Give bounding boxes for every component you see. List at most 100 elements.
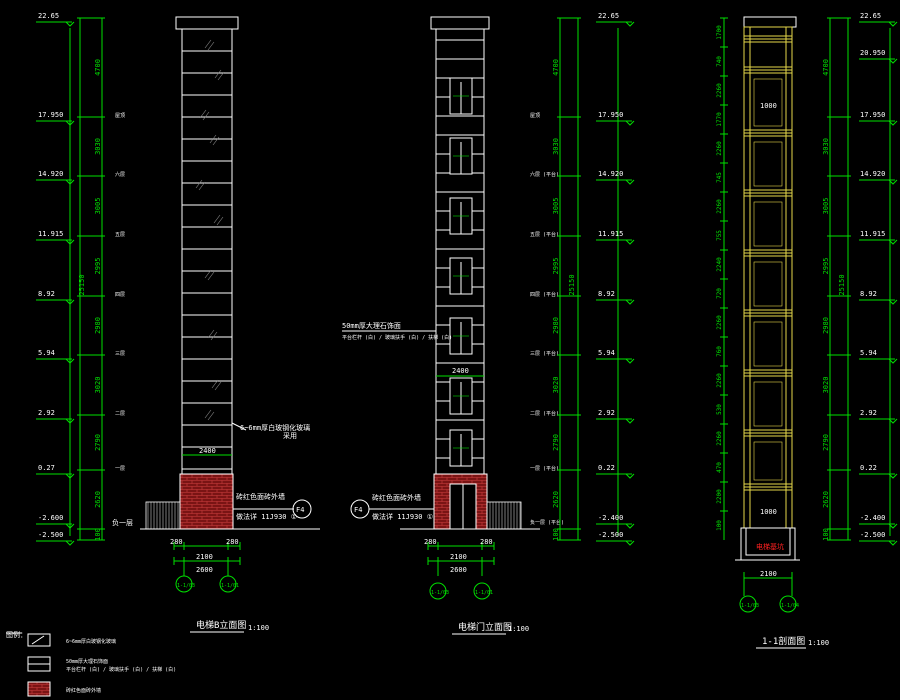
sec-inner-dim-3: 1770 [716, 112, 723, 127]
sec-level-7: 2.92 [860, 409, 877, 417]
left-note-sub: 采用 [283, 431, 297, 440]
legend: 图例： 6~6mm厚白玻钢化玻璃 50mm厚大理石饰面 平台栏杆 (白) / 玻… [6, 630, 176, 697]
left-dim-seg-3: 2995 [94, 258, 102, 275]
left-tower-cap [175, 16, 239, 30]
mid-level-5: 5.94 [598, 349, 615, 357]
left-dim-seg-0: 4700 [94, 59, 102, 76]
mid-dim-seg-0: 4700 [552, 59, 560, 76]
section-axis-a: 1-1/03 [741, 603, 759, 609]
sec-level-5: 8.92 [860, 290, 877, 298]
sec-inner-dim-2: 2260 [716, 83, 723, 98]
left-bottom-dim-3: 280 [226, 538, 239, 546]
mid-level-6: 2.92 [598, 409, 615, 417]
sec-inner-dim-6: 2260 [716, 199, 723, 214]
sec-dim-seg-4: 2980 [822, 317, 830, 334]
left-dim-seg-6: 2790 [94, 434, 102, 451]
mid-dim-seg-4: 2980 [552, 317, 560, 334]
section-cap [743, 16, 797, 28]
left-note-main: 6~6mm厚白玻钢化玻璃 [240, 423, 310, 432]
legend-item-2-sub: 平台栏杆 (白) / 玻璃扶手 (白) / 扶梯 (白) [66, 666, 176, 673]
sec-level-9: -2.400 [860, 514, 885, 522]
left-bottom-total: 2600 [196, 566, 213, 574]
sec-inner-dim-9: 720 [716, 288, 723, 299]
sec-inner-dim-12: 2260 [716, 373, 723, 388]
mid-callout-1: 砖红色面砖外墙 [372, 493, 421, 502]
sec-inner-dim-11: 760 [716, 346, 723, 357]
sec-dim-seg-5: 3020 [822, 377, 830, 394]
sec-inner-dim-5: 745 [716, 172, 723, 183]
mid-floor-5: 二层 (平台) [530, 410, 559, 417]
left-tag: F4 [296, 506, 304, 514]
left-level-7: 0.27 [38, 464, 55, 472]
mid-bottom-dim-1: 280 [424, 538, 437, 546]
section-1-1: 1700740226017702260745226075522407202260… [716, 12, 898, 649]
sec-inner-dim-17: 100 [716, 520, 723, 531]
left-dim-seg-2: 3005 [94, 198, 102, 215]
left-width-top: 2400 [199, 447, 216, 455]
mid-note-sub: 平台栏杆 (白) / 玻璃扶手 (白) / 扶梯 (白) [342, 334, 452, 341]
left-level-2: 14.920 [38, 170, 63, 178]
left-dim-seg-7: 2620 [94, 491, 102, 508]
mid-bottom-dim-2: 2100 [450, 553, 467, 561]
mid-dim-seg-1: 3030 [552, 138, 560, 155]
section-level-column: 22.6520.95017.95014.92011.9158.925.942.9… [859, 12, 898, 546]
sec-dim-seg-0: 4700 [822, 59, 830, 76]
left-floor-6: 一层 [115, 466, 125, 472]
section-title: 1-1剖面图 [762, 635, 805, 647]
left-level-5: 5.94 [38, 349, 55, 357]
mid-axis-b: 1-1/01 [475, 590, 493, 596]
left-level-9: -2.500 [38, 531, 63, 539]
left-title: 电梯B立面图 [196, 619, 246, 631]
sec-level-10: -2.500 [860, 531, 885, 539]
section-left-dims: 1700740226017702260745226075522407202260… [716, 17, 728, 540]
left-callout-2: 做法详 11J930 ① [236, 512, 297, 521]
sec-level-6: 5.94 [860, 349, 877, 357]
mid-axis-a: 1-1/03 [431, 590, 449, 596]
sec-dim-seg-1: 3030 [822, 138, 830, 155]
sec-inner-dim-0: 1700 [716, 25, 723, 40]
mid-scale: 1:100 [508, 625, 529, 633]
left-dim-seg-1: 3030 [94, 138, 102, 155]
sec-inner-dim-16: 2200 [716, 489, 723, 504]
mid-floor-2: 五层 (平台) [530, 231, 559, 238]
legend-swatch-glass [27, 633, 51, 647]
left-axis-b: 1-1/01 [221, 583, 239, 589]
sec-level-1: 20.950 [860, 49, 885, 57]
mid-level-column: 22.6517.95014.92011.9158.925.942.920.22-… [596, 12, 635, 546]
mid-floor-1: 六层 (平台) [530, 171, 559, 178]
mid-level-0: 22.65 [598, 12, 619, 20]
left-scale: 1:100 [248, 624, 269, 632]
mid-dim-seg-8: 100 [552, 528, 560, 541]
left-level-column: 22.6517.95014.92011.9158.925.942.920.27-… [36, 12, 75, 546]
sec-dim-seg-7: 2620 [822, 491, 830, 508]
middle-elevation: 50mm厚大理石饰面 平台栏杆 (白) / 玻璃扶手 (白) / 扶梯 (白) … [342, 12, 635, 635]
left-floor-1: 六层 [115, 171, 125, 178]
mid-dim-seg-2: 3005 [552, 198, 560, 215]
mid-tag: F4 [354, 506, 362, 514]
sec-level-4: 11.915 [860, 230, 885, 238]
sec-level-8: 0.22 [860, 464, 877, 472]
left-level-8: -2.600 [38, 514, 63, 522]
mid-width: 2400 [452, 367, 469, 375]
left-railing [145, 501, 181, 530]
mid-bottom-dim-3: 280 [480, 538, 493, 546]
left-floor-3: 四层 [115, 292, 125, 298]
left-bottom-dim-2: 2100 [196, 553, 213, 561]
left-brick-base [179, 473, 234, 530]
section-pit-label: 电梯基坑 [756, 542, 784, 551]
left-floor-5: 二层 [115, 411, 125, 417]
mid-dim-seg-6: 2790 [552, 434, 560, 451]
legend-swatch-brick [27, 681, 51, 697]
mid-callout-2: 做法详 11J930 ① [372, 512, 433, 521]
legend-item-1: 6~6mm厚白玻钢化玻璃 [66, 638, 116, 645]
mid-level-9: -2.500 [598, 531, 623, 539]
left-callout-1: 砖红色面砖外墙 [236, 492, 285, 501]
left-floor-0: 屋顶 [115, 113, 125, 119]
section-axis-b: 1-1/04 [781, 603, 799, 609]
sec-dim-seg-3: 2995 [822, 258, 830, 275]
